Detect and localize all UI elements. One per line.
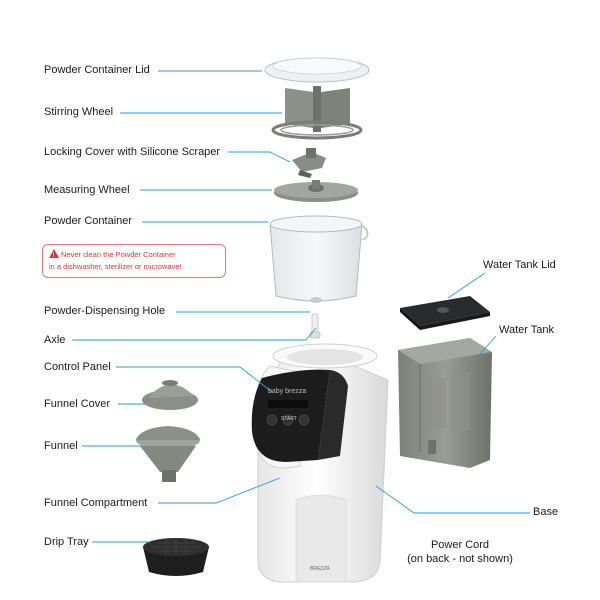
label-measuring-wheel: Measuring Wheel <box>44 184 130 196</box>
warning-icon <box>49 249 59 262</box>
drip-tray-part <box>143 538 209 576</box>
label-axle: Axle <box>44 334 66 346</box>
water-tank-lid-part <box>400 296 490 330</box>
warning-box: Never clean the Powder Container in a di… <box>42 244 226 278</box>
base-logo: BREZZA <box>310 566 330 572</box>
control-panel-part <box>251 369 348 462</box>
leader-funnel-compartment <box>158 477 281 504</box>
leader-water-tank <box>479 335 497 355</box>
leader-locking-cover <box>228 151 291 163</box>
leader-axle <box>72 327 317 341</box>
label-locking-cover: Locking Cover with Silicone Scraper <box>44 146 221 158</box>
label-funnel-compartment: Funnel Compartment <box>44 497 148 509</box>
warning-line-2: in a dishwasher, sterilizer or microwave… <box>49 262 182 271</box>
label-water-tank-lid: Water Tank Lid <box>483 259 556 271</box>
funnel-cover-part <box>142 380 198 410</box>
label-powder-container-lid: Powder Container Lid <box>44 64 150 76</box>
label-funnel-cover: Funnel Cover <box>44 398 111 410</box>
leader-lines <box>72 70 530 543</box>
label-funnel: Funnel <box>44 440 78 452</box>
locking-cover-part <box>292 148 326 178</box>
leader-control-panel <box>116 366 273 393</box>
leader-water-tank-lid <box>447 272 486 299</box>
measuring-wheel-part <box>274 180 358 202</box>
label-stirring-wheel: Stirring Wheel <box>44 106 114 118</box>
warning-line-1: Never clean the Powder Container <box>61 250 176 259</box>
powder-container-part <box>269 215 369 303</box>
label-power-cord-note: (on back - not shown) <box>407 553 513 565</box>
powder-container-lid-part <box>264 57 370 83</box>
water-tank-part <box>398 338 492 468</box>
label-base: Base <box>533 506 559 518</box>
label-powder-dispensing-hole: Powder-Dispensing Hole <box>44 305 166 317</box>
brand-logo: baby brezza <box>268 388 307 395</box>
label-powder-container: Powder Container <box>44 215 133 227</box>
label-power-cord: Power Cord <box>430 539 490 551</box>
axle-part <box>309 313 321 339</box>
stirring-wheel-part <box>271 86 363 140</box>
label-drip-tray: Drip Tray <box>44 536 89 548</box>
label-control-panel: Control Panel <box>44 361 111 373</box>
label-water-tank: Water Tank <box>499 324 555 336</box>
start-button-label: START <box>281 416 297 422</box>
leader-base <box>375 485 530 514</box>
funnel-part <box>136 426 200 482</box>
